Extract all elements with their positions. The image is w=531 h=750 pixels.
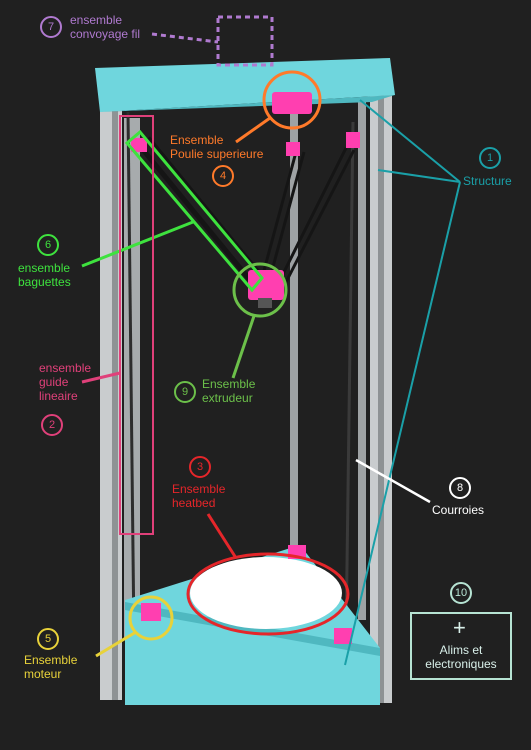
top-pulley-block [272,92,312,114]
number-badge-2: 2 [41,414,63,436]
rear-left-upright [290,100,298,550]
extruder-highlight [232,262,288,318]
rods-highlight [124,129,264,293]
heatbed-plate [190,557,342,629]
linear-guide-highlight [119,115,154,535]
number-badge-7: 7 [40,16,62,38]
pulley-highlight [262,70,322,130]
number-badge-5: 5 [37,628,59,650]
wire-conveyor-box [216,15,274,67]
electronics-box [410,612,512,680]
front-left-upright [100,100,122,700]
number-badge-3: 3 [189,456,211,478]
effector [248,270,284,300]
number-badge-6: 6 [37,234,59,256]
number-badge-4: 4 [212,165,234,187]
label-belts: Courroies [432,503,485,517]
number-badge-10: 10 [450,582,472,604]
carriage-mid [286,142,300,156]
rear-right-upright [358,100,366,620]
number-badge-9: 9 [174,381,196,403]
carriage-left [131,138,147,152]
plus-icon: + [453,615,466,640]
motor-highlight [128,595,174,641]
motor-left [141,603,161,621]
number-badge-1: 1 [479,147,501,169]
bottom-plate-front [125,602,380,705]
motor-right [334,628,352,644]
heatbed-highlight [186,552,350,636]
number-badge-8: 8 [449,477,471,499]
label-structure: Structure [463,174,512,188]
carriage-right [346,132,360,148]
